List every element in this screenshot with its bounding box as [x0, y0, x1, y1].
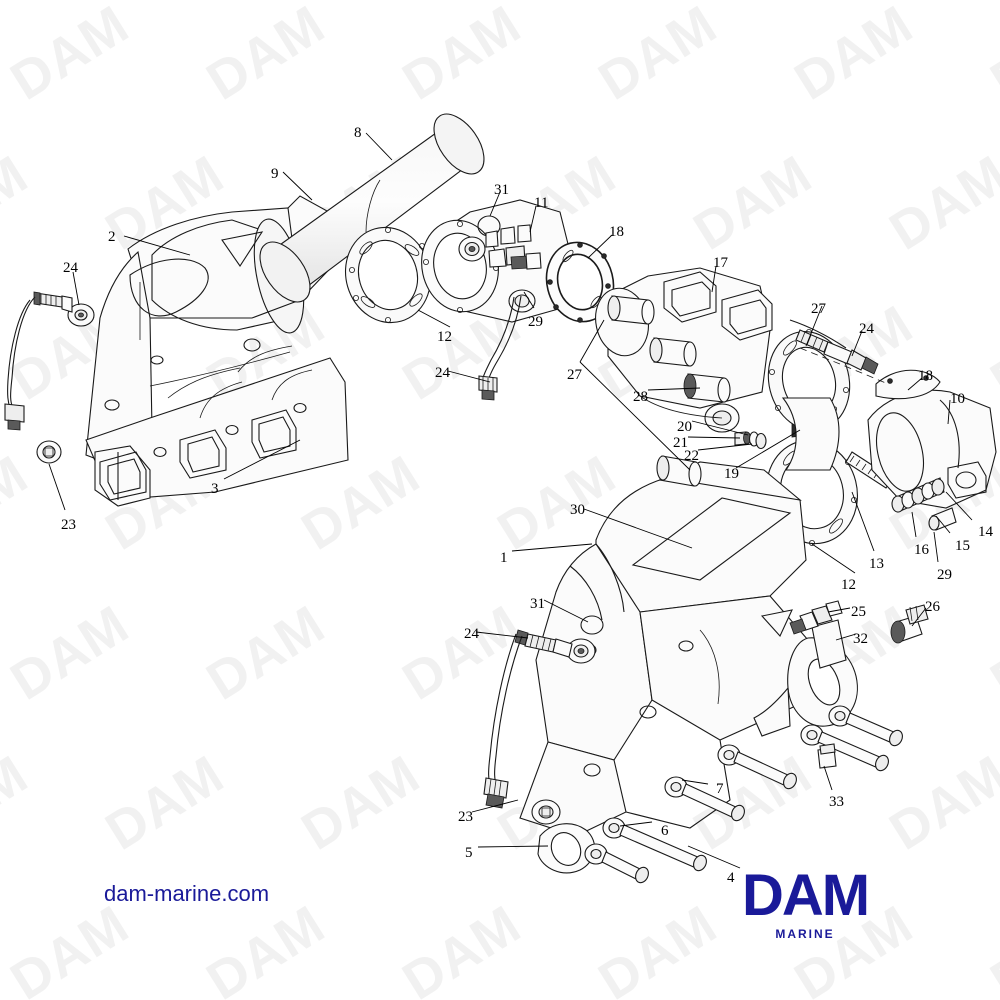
- callout-number-10: 10: [950, 391, 965, 407]
- mount-bracket-right: [753, 619, 858, 737]
- lower-manifold-assembly: [519, 455, 809, 837]
- callout-number-1: 1: [500, 550, 508, 566]
- callout-number-32: 32: [853, 631, 868, 647]
- callout-number-15: 15: [955, 538, 970, 554]
- callout-number-6: 6: [661, 823, 669, 839]
- exhaust-hose: [259, 113, 485, 303]
- right-riser-flange: [766, 328, 858, 547]
- callout-number-22: 22: [684, 448, 699, 464]
- callout-number-12: 12: [437, 329, 452, 345]
- callout-number-28: 28: [633, 389, 648, 405]
- upper-gasket-ring: [344, 226, 432, 324]
- callout-number-18: 18: [609, 224, 624, 240]
- callout-number-24: 24: [63, 260, 78, 276]
- water-distribution-block: [595, 267, 773, 433]
- hose-nipple-upper: [607, 295, 655, 325]
- callout-number-27: 27: [567, 367, 582, 383]
- hose-nipple-28: [683, 373, 731, 403]
- sender-25: [789, 600, 843, 635]
- callout-number-30: 30: [570, 502, 585, 518]
- right-sensor-24: [789, 319, 889, 385]
- callout-number-18b: 18: [918, 368, 933, 384]
- right-exhaust-elbow: [867, 369, 997, 531]
- callout-number-33: 33: [829, 794, 844, 810]
- center-gasket-18: [545, 241, 615, 323]
- callout-number-19: 19: [724, 466, 739, 482]
- callout-number-25: 25: [851, 604, 866, 620]
- callout-number-27b: 27: [811, 301, 826, 317]
- callout-number-24c: 24: [435, 365, 450, 381]
- left-sensor-assembly: [4, 291, 95, 464]
- logo-wordmark: DAM: [741, 863, 870, 928]
- plug-33: [817, 743, 837, 769]
- small-hardware-cluster: [734, 431, 767, 450]
- callout-number-29b: 29: [937, 567, 952, 583]
- callout-number-29: 29: [528, 314, 543, 330]
- callout-number-24b: 24: [859, 321, 874, 337]
- callout-number-31: 31: [494, 182, 509, 198]
- callout-number-17: 17: [713, 255, 728, 271]
- callout-number-16: 16: [914, 542, 929, 558]
- callout-number-23b: 23: [458, 809, 473, 825]
- riser-elbow-flange: [421, 199, 571, 323]
- dam-marine-logo[interactable]: DAM MARINE: [715, 863, 895, 942]
- upper-manifold-assembly: [85, 195, 366, 507]
- callout-number-14: 14: [978, 524, 993, 540]
- callout-number-20: 20: [677, 419, 692, 435]
- callout-number-11: 11: [534, 195, 549, 211]
- callout-number-3: 3: [211, 481, 219, 497]
- callout-number-4: 4: [727, 870, 735, 886]
- callout-number-9: 9: [271, 166, 279, 182]
- fastener-set: [584, 705, 903, 884]
- callout-number-5: 5: [465, 845, 473, 861]
- lower-sensor-assembly: [483, 629, 596, 825]
- stud-bank: [891, 477, 957, 531]
- callout-number-8: 8: [354, 125, 362, 141]
- callout-number-7: 7: [716, 781, 724, 797]
- callout-number-13: 13: [869, 556, 884, 572]
- callout-number-26: 26: [925, 599, 940, 615]
- elbow-fitting-26: [890, 604, 929, 644]
- website-url[interactable]: dam-marine.com: [104, 881, 270, 906]
- logo-subtitle: MARINE: [775, 927, 835, 942]
- callout-number-2: 2: [108, 229, 116, 245]
- callout-number-12b: 12: [841, 577, 856, 593]
- callout-number-24d: 24: [464, 626, 479, 642]
- callout-number-21: 21: [673, 435, 688, 451]
- callout-number-31b: 31: [530, 596, 545, 612]
- callout-number-23: 23: [61, 517, 76, 533]
- hose-nipple-lower: [649, 337, 697, 367]
